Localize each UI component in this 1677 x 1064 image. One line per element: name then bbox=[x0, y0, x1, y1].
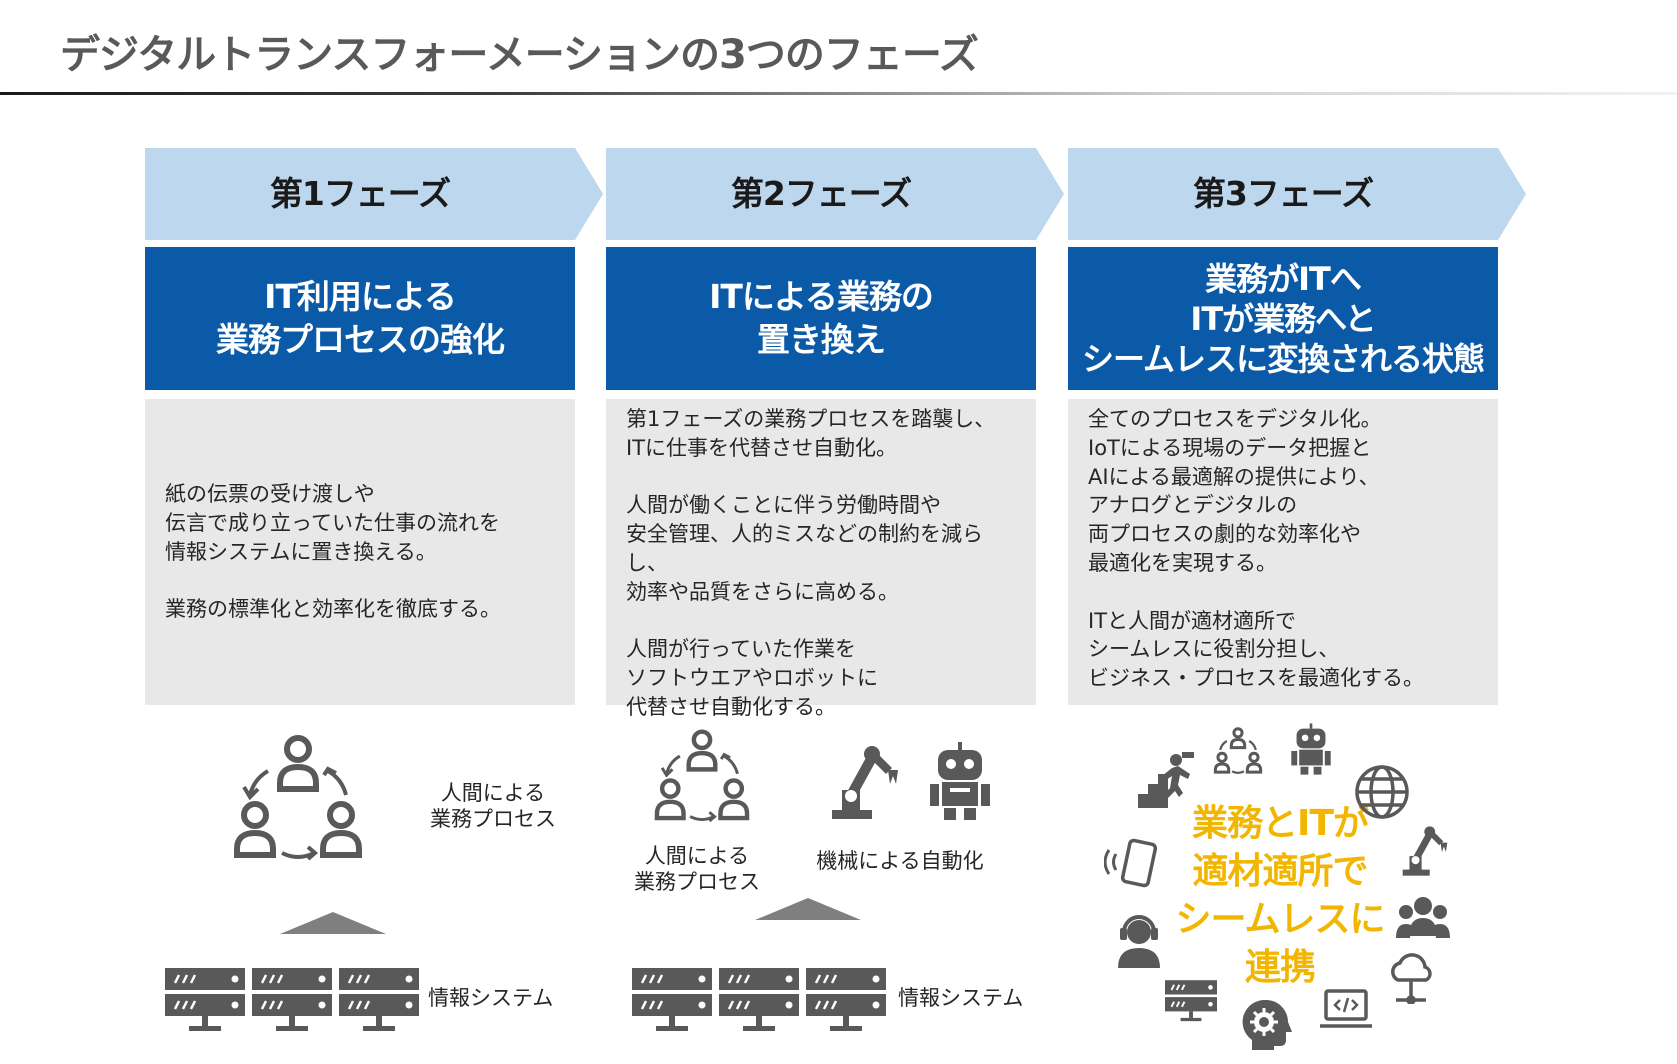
support-agent-icon bbox=[1116, 912, 1162, 968]
phase-2-human-process-caption: 人間による 業務プロセス bbox=[634, 844, 760, 894]
phase-3-label: 第3フェーズ bbox=[1192, 174, 1374, 213]
phase-1-arrow: 第1フェーズ bbox=[145, 148, 603, 240]
phase-3-center-message: 業務とITが 適材適所で シームレスに 連携 bbox=[1175, 803, 1386, 988]
robot-icon bbox=[928, 742, 992, 820]
phase-2-paragraph-1: 第1フェーズの業務プロセスを踏襲し、 ITに仕事を代替させ自動化。 bbox=[626, 407, 996, 460]
phase-1-paragraph-1: 紙の伝票の受け渡しや 伝言で成り立っていた仕事の流れを 情報システムに置き換える… bbox=[165, 482, 500, 564]
phase-2-paragraph-3: 人間が行っていた作業を ソフトウエアやロボットに 代替させ自動化する。 bbox=[626, 637, 878, 719]
phase-1-paragraph-2: 業務の標準化と効率化を徹底する。 bbox=[165, 597, 501, 622]
title-underline bbox=[0, 92, 1677, 95]
phase-2-arrow: 第2フェーズ bbox=[606, 148, 1064, 240]
phase-3-description: 全てのプロセスをデジタル化。 IoTによる現場のデータ把握と AIによる最適解の… bbox=[1068, 399, 1498, 705]
gear-head-icon bbox=[1240, 998, 1292, 1050]
phase-3-paragraph-1: 全てのプロセスをデジタル化。 IoTによる現場のデータ把握と AIによる最適解の… bbox=[1088, 407, 1382, 575]
phase-3-arrow: 第3フェーズ bbox=[1068, 148, 1526, 240]
laptop-code-icon bbox=[1318, 988, 1374, 1030]
phase-1-info-system-caption: 情報システム bbox=[428, 986, 554, 1010]
phase-1-label: 第1フェーズ bbox=[269, 174, 451, 213]
phase-2-label: 第2フェーズ bbox=[730, 174, 912, 213]
smartphone-icon bbox=[1104, 838, 1162, 888]
phase-3-paragraph-2: ITと人間が適材適所で シームレスに役割分担し、 ビジネス・プロセスを最適化する… bbox=[1088, 608, 1424, 691]
upward-triangle-icon bbox=[280, 912, 386, 934]
phase-1-headline: IT利用による 業務プロセスの強化 bbox=[145, 247, 575, 390]
server-rack-icon bbox=[632, 968, 712, 1032]
phase-1-description: 紙の伝票の受け渡しや 伝言で成り立っていた仕事の流れを 情報システムに置き換える… bbox=[145, 399, 575, 705]
server-rack-icon bbox=[806, 968, 886, 1032]
cloud-network-icon bbox=[1384, 950, 1438, 1004]
upward-triangle-icon bbox=[755, 898, 861, 920]
runner-stairs-icon bbox=[1138, 752, 1194, 808]
phase-2-headline-text: ITによる業務の 置き換え bbox=[709, 276, 934, 359]
phase-2-headline: ITによる業務の 置き換え bbox=[606, 247, 1036, 390]
people-cycle-icon bbox=[650, 728, 754, 824]
phase-1-headline-text: IT利用による 業務プロセスの強化 bbox=[216, 276, 505, 359]
phase-2-description: 第1フェーズの業務プロセスを踏襲し、 ITに仕事を代替させ自動化。 人間が働くこ… bbox=[606, 399, 1036, 719]
group-icon bbox=[1396, 896, 1450, 942]
server-rack-icon bbox=[339, 968, 419, 1032]
page-title: デジタルトランスフォーメーションの3つのフェーズ bbox=[60, 32, 979, 78]
server-rack-icon bbox=[719, 968, 799, 1032]
phase-2-paragraph-2: 人間が働くことに伴う労働時間や 安全管理、人的ミスなどの制約を減らし、 効率や品… bbox=[626, 493, 983, 604]
server-rack-icon bbox=[252, 968, 332, 1032]
people-cycle-icon bbox=[1212, 726, 1264, 776]
phase-1-human-process-caption: 人間による 業務プロセス bbox=[430, 781, 556, 831]
phase-3-headline-text: 業務がITへ ITが業務へと シームレスに変換される状態 bbox=[1081, 259, 1485, 378]
phase-2-info-system-caption: 情報システム bbox=[898, 986, 1024, 1010]
robot-arm-icon bbox=[1400, 822, 1450, 878]
phase-3-headline: 業務がITへ ITが業務へと シームレスに変換される状態 bbox=[1068, 247, 1498, 390]
machine-automation-caption: 機械による自動化 bbox=[816, 849, 984, 873]
robot-arm-icon bbox=[828, 742, 902, 820]
server-rack-icon bbox=[165, 968, 245, 1032]
server-rack-icon bbox=[1165, 975, 1217, 1027]
robot-icon bbox=[1290, 722, 1332, 776]
people-cycle-icon bbox=[228, 733, 368, 863]
globe-icon bbox=[1354, 764, 1410, 820]
